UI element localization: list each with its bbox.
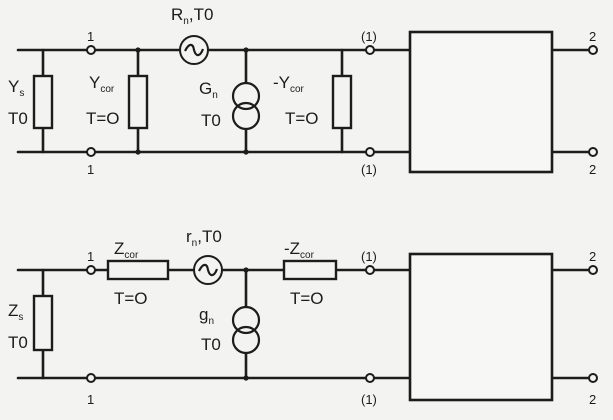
port-1-top-terminal: [86, 45, 96, 55]
neg-ycor-admittance-box: [331, 74, 353, 130]
ycor-admittance-box: [127, 74, 149, 130]
neg-zcor-label-sub: cor: [300, 250, 314, 261]
ycor-label-main: Y: [89, 73, 101, 92]
ycor-label-sub: cor: [100, 84, 115, 95]
gn-current-source-lower: [231, 325, 261, 355]
gn-current-source-upper: [231, 305, 261, 335]
zcor-temp-label: T=O: [114, 289, 148, 308]
zs-label-main: Z: [8, 301, 19, 320]
ys-admittance-box: [32, 74, 54, 130]
rn-label-rest: ,T0: [197, 227, 222, 246]
gn-temp-label: T0: [201, 111, 221, 130]
gn-current-source-upper: [231, 81, 261, 111]
port-1-top-label: 1: [87, 249, 95, 264]
port-1p-top-terminal: [365, 45, 375, 55]
rn-label-rest: ,T0: [188, 5, 214, 24]
gn-label-sub: n: [208, 316, 215, 327]
gn-temp-label: T0: [201, 335, 221, 354]
port-1p-top-label: (1): [361, 29, 377, 44]
bottom-circuit: [16, 252, 598, 402]
zs-impedance-box: [32, 294, 54, 352]
port-1p-bottom-label: (1): [361, 162, 377, 177]
gn-label: gn: [199, 305, 214, 327]
junction-dot: [243, 47, 249, 53]
port-1p-top-label: (1): [361, 249, 377, 264]
port-2-top-label: 2: [589, 29, 597, 44]
port-1p-top-terminal: [365, 265, 375, 275]
rn-label-sub: n: [191, 238, 198, 249]
port-2-bottom-terminal: [588, 373, 598, 383]
neg-ycor-label-main: -Y: [273, 73, 290, 92]
port-1-top-label: 1: [87, 29, 95, 44]
junction-dot: [135, 149, 141, 155]
zs-label: Zs: [8, 301, 23, 323]
gn-current-source-lower: [231, 101, 261, 131]
top-circuit: [16, 30, 598, 174]
neg-zcor-label-main: -Z: [284, 239, 301, 258]
port-1-bottom-label: 1: [87, 162, 95, 177]
ys-label: Ys: [8, 77, 24, 99]
rn-label-sub: n: [183, 16, 189, 27]
neg-zcor-impedance-box: [282, 259, 338, 281]
zcor-label-sub: cor: [124, 250, 139, 261]
neg-zcor-temp-label: T=O: [290, 289, 324, 308]
junction-dot: [135, 47, 141, 53]
port-1p-bottom-terminal: [365, 147, 375, 157]
junction-dot: [243, 149, 249, 155]
port-1-bottom-terminal: [86, 147, 96, 157]
zs-temp-label: T0: [8, 333, 28, 352]
rn-label: Rn,T0: [171, 5, 214, 27]
rn-sine-symbol: [198, 263, 219, 277]
port-2-bottom-terminal: [588, 147, 598, 157]
noiseless-two-port-box: [408, 30, 554, 174]
neg-ycor-temp-label: T=O: [285, 109, 319, 128]
port-2-top-terminal: [588, 45, 598, 55]
ycor-label: Ycor: [89, 73, 114, 95]
port-1-top-terminal: [86, 265, 96, 275]
rn-sine-symbol: [184, 43, 205, 57]
rn-label-main: r: [186, 227, 192, 246]
ys-temp-label: T0: [8, 109, 28, 128]
gn-label-main: G: [199, 79, 213, 98]
zcor-label: Zcor: [114, 239, 138, 261]
port-1-bottom-label: 1: [87, 392, 95, 407]
rn-label: rn,T0: [186, 227, 222, 249]
port-2-bottom-label: 2: [589, 392, 597, 407]
ys-label-main: Y: [8, 77, 20, 96]
port-1p-bottom-terminal: [365, 373, 375, 383]
junction-dot: [243, 375, 249, 381]
zcor-label-main: Z: [114, 239, 125, 258]
port-2-top-terminal: [588, 265, 598, 275]
port-2-top-label: 2: [589, 249, 597, 264]
junction-dot: [243, 267, 249, 273]
ys-label-sub: s: [19, 88, 25, 99]
port-2-bottom-label: 2: [589, 162, 597, 177]
gn-label: Gn: [199, 79, 218, 101]
neg-zcor-label: -Zcor: [284, 239, 314, 261]
ycor-temp-label: T=O: [86, 109, 120, 128]
port-1p-bottom-label: (1): [361, 392, 377, 407]
gn-label-sub: n: [212, 90, 218, 101]
zcor-impedance-box: [106, 259, 170, 281]
zs-label-sub: s: [18, 312, 24, 323]
port-1-bottom-terminal: [86, 373, 96, 383]
neg-ycor-label-sub: cor: [290, 84, 304, 95]
noiseless-two-port-box: [408, 252, 554, 402]
neg-ycor-label: -Ycor: [273, 73, 304, 95]
rn-label-main: R: [171, 5, 184, 24]
gn-label-main: g: [199, 305, 209, 324]
